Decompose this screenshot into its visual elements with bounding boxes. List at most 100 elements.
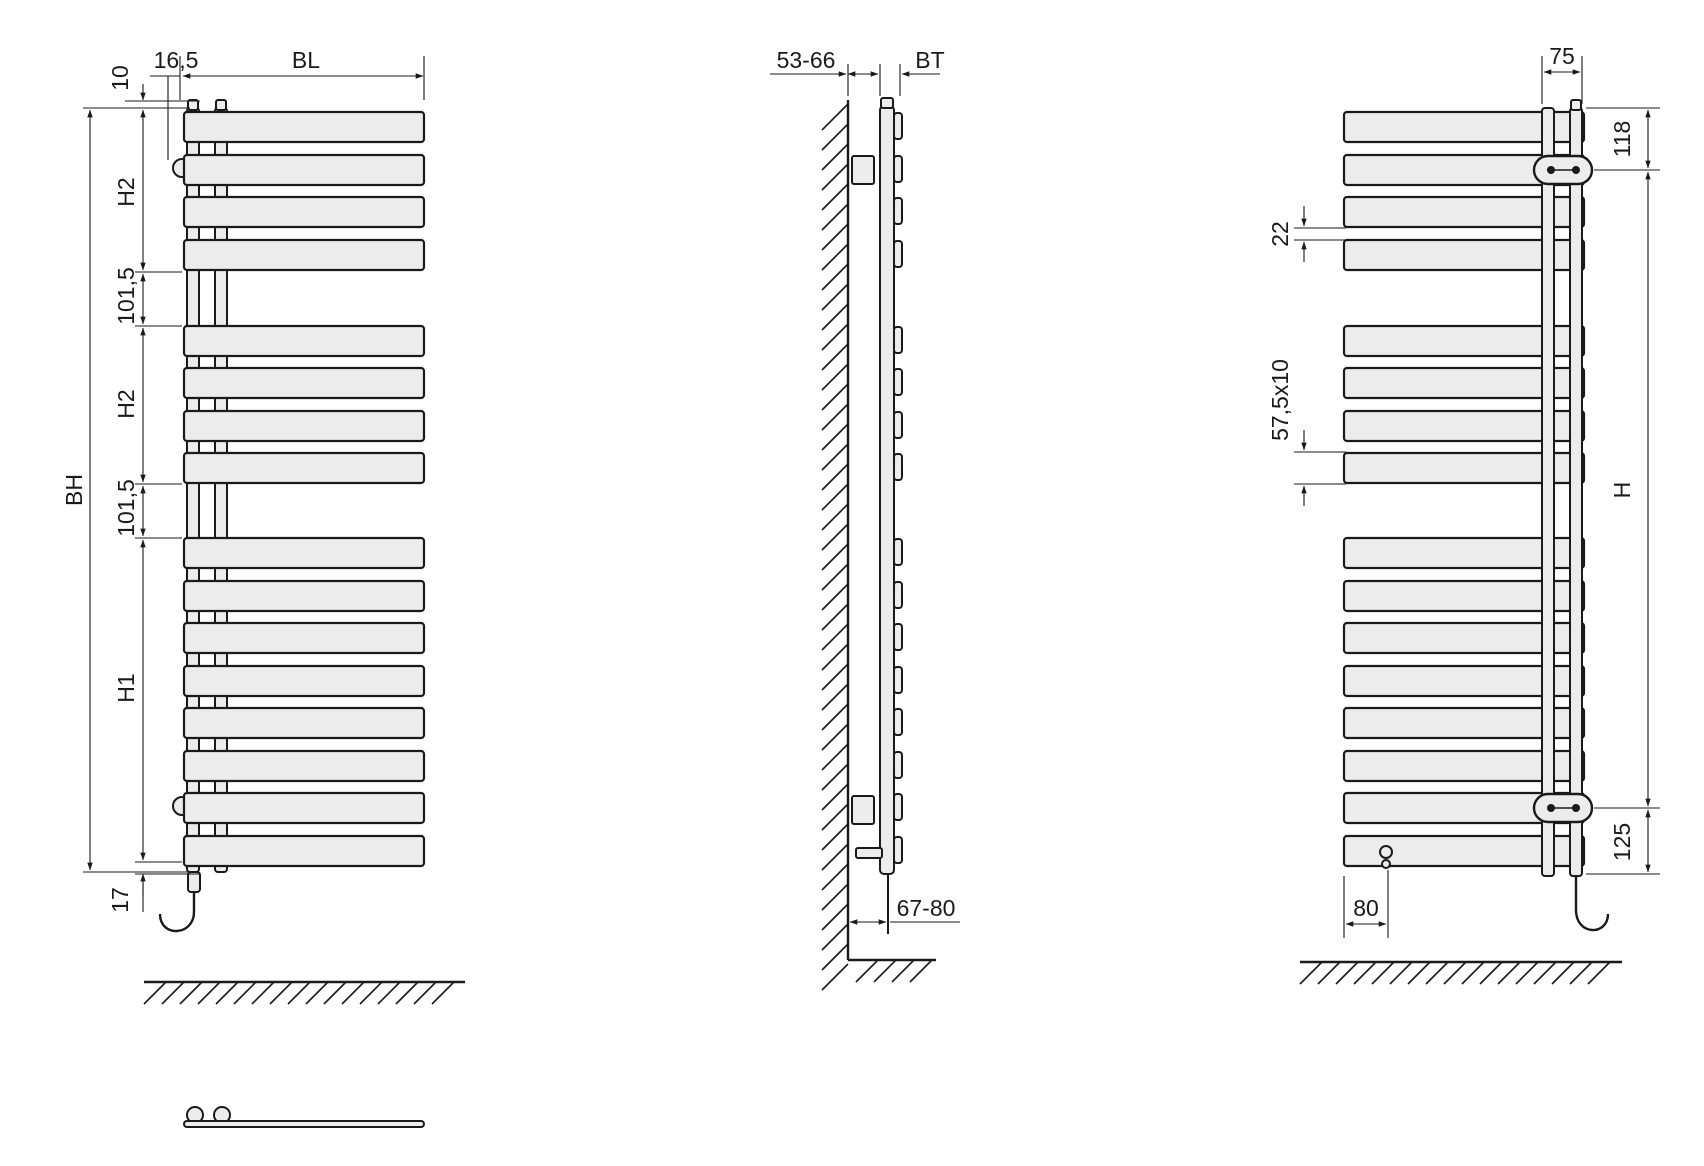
side-bar-10	[893, 581, 903, 609]
wall-hatch-line-34	[821, 763, 849, 791]
dim-bar-pitch: 57,5x10	[1267, 359, 1293, 441]
wall-hatch-line-5	[821, 183, 849, 211]
side-bar-9	[893, 538, 903, 566]
front-bar-1	[182, 110, 426, 144]
side-bar-6	[893, 368, 903, 396]
rear-bar-7	[1342, 409, 1586, 443]
hatch-line-2	[873, 959, 897, 983]
front-bar-10	[182, 579, 426, 613]
hatch-line-7	[251, 981, 275, 1005]
floor-hatching	[143, 981, 455, 1005]
wall-hatch-line-24	[821, 563, 849, 591]
wall-hatch-line-2	[821, 123, 849, 151]
front-bar-2	[182, 153, 426, 187]
wall-bracket-bottom	[851, 795, 875, 825]
dim-bottom-gap: 17	[107, 887, 133, 913]
hatch-line-10	[1461, 961, 1485, 985]
wall-hatch-line-13	[821, 343, 849, 371]
side-bar-13	[893, 708, 903, 736]
hatch-line-9	[1443, 961, 1467, 985]
hook-icon	[158, 892, 196, 933]
wall-hatch-line-1	[821, 103, 849, 131]
hatch-line-17	[431, 981, 455, 1005]
wall-hatch-line-7	[821, 223, 849, 251]
hatch-line-16	[413, 981, 437, 1005]
rear-bar-9	[1342, 536, 1586, 570]
rear-bar-3	[1342, 195, 1586, 229]
wall-hatch-line-17	[821, 423, 849, 451]
dim-section-h1: H1	[113, 673, 139, 702]
hatch-line-14	[377, 981, 401, 1005]
hatch-line-9	[287, 981, 311, 1005]
hatch-line-1	[1299, 961, 1323, 985]
hatch-line-8	[1425, 961, 1449, 985]
wall-hatch-line-4	[821, 163, 849, 191]
dim-section-h2-upper: H2	[113, 177, 139, 206]
rear-bar-13	[1342, 706, 1586, 740]
hatch-line-1	[143, 981, 167, 1005]
side-bar-15	[893, 793, 903, 821]
hatch-line-3	[891, 959, 915, 983]
hatch-line-6	[1389, 961, 1413, 985]
side-bar-5	[893, 326, 903, 354]
dim-bottom-to-bracket: 125	[1609, 823, 1635, 861]
hatch-line-4	[909, 959, 933, 983]
valve-cap-right	[215, 99, 227, 111]
side-bar-12	[893, 666, 903, 694]
hatch-line-16	[1569, 961, 1593, 985]
wall-hatch-line-44	[821, 963, 849, 991]
wall-hatch-line-39	[821, 863, 849, 891]
hatch-line-12	[1497, 961, 1521, 985]
front-bar-13	[182, 706, 426, 740]
hatch-line-7	[1407, 961, 1431, 985]
heating-element-body	[187, 871, 201, 893]
wall-hatch-line-21	[821, 503, 849, 531]
wall-hatch-line-22	[821, 523, 849, 551]
rear-bar-12	[1342, 664, 1586, 698]
rear-bar-14	[1342, 749, 1586, 783]
rear-bar-1	[1342, 110, 1586, 144]
front-bar-14	[182, 749, 426, 783]
hatch-line-3	[1335, 961, 1359, 985]
hatch-line-1	[855, 959, 879, 983]
side-bar-4	[893, 240, 903, 268]
dim-length: BL	[292, 47, 320, 73]
hatch-line-11	[323, 981, 347, 1005]
wall-hatch-line-31	[821, 703, 849, 731]
wall-hatch-line-10	[821, 283, 849, 311]
side-bar-3	[893, 197, 903, 225]
wall-hatch-line-20	[821, 483, 849, 511]
wall-hatch-line-40	[821, 883, 849, 911]
wall-hatch-line-12	[821, 323, 849, 351]
side-view: 53-66 BT 67-80	[770, 47, 960, 991]
rear-bar-group	[1342, 110, 1586, 868]
front-bar-3	[182, 195, 426, 229]
side-bar-2	[893, 155, 903, 183]
dim-element-offset: 80	[1353, 895, 1379, 921]
front-bar-16	[182, 834, 426, 868]
side-element-connector	[855, 847, 883, 859]
wall-hatch-line-36	[821, 803, 849, 831]
rear-floor-hatching	[1299, 961, 1611, 985]
dim-bracket-distance: H	[1609, 482, 1635, 499]
rear-element-socket	[1379, 845, 1393, 869]
wall-hatch-line-23	[821, 543, 849, 571]
side-bar-11	[893, 623, 903, 651]
front-bar-4	[182, 238, 426, 272]
hatch-line-4	[1353, 961, 1377, 985]
side-collector	[879, 105, 895, 875]
front-view: 16,5 BL 10 BH H2 101,5 H2 101,5 H1 17	[61, 47, 465, 1128]
wall-bracket-top	[851, 155, 875, 185]
wall-hatch-line-11	[821, 303, 849, 331]
hatch-line-15	[1551, 961, 1575, 985]
hatch-line-10	[305, 981, 329, 1005]
dim-top-to-bracket: 118	[1609, 121, 1635, 158]
front-bar-15	[182, 791, 426, 825]
wall-hatch-line-38	[821, 843, 849, 871]
side-valve-cap	[880, 97, 894, 109]
rear-bar-16	[1342, 834, 1586, 868]
rear-bar-5	[1342, 324, 1586, 358]
front-bar-5	[182, 324, 426, 358]
dim-depth: BT	[915, 47, 944, 73]
